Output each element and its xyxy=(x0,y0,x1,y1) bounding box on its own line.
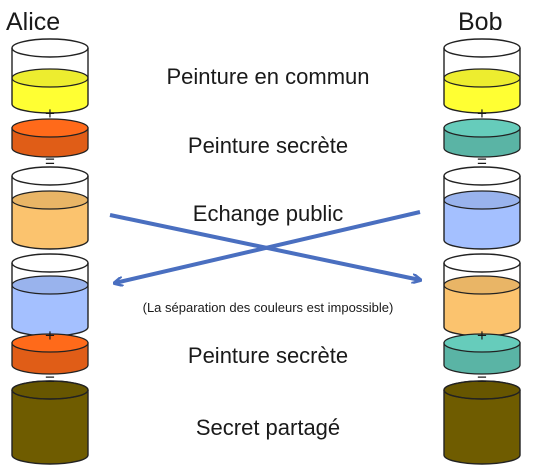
shared-secret-label: Secret partagé xyxy=(195,415,341,440)
bob-equals-sign-2: = xyxy=(477,370,487,389)
exchange-arrow-bob-to-alice xyxy=(115,210,421,283)
alice-equals-sign-2: = xyxy=(45,370,55,389)
bob-plus-sign: + xyxy=(477,104,487,123)
common-paint-label: Peinture en commun xyxy=(166,64,370,89)
alice-received-paint-cup xyxy=(11,253,89,337)
public-exchange-label: Echange public xyxy=(192,201,344,226)
bob-common-paint-cup xyxy=(443,38,521,114)
secret-paint-label: Peinture secrète xyxy=(187,133,349,158)
alice-label: Alice xyxy=(6,8,61,36)
alice-plus-sign: + xyxy=(45,104,55,123)
alice-equals-sign: = xyxy=(45,152,55,171)
alice-plus-sign-2: + xyxy=(45,326,55,345)
alice-mixed-paint-cup xyxy=(11,166,89,250)
separation-impossible-note: (La séparation des couleurs est impossib… xyxy=(142,300,394,315)
bob-received-paint-cup xyxy=(443,253,521,337)
alice-common-paint-cup xyxy=(11,38,89,114)
alice-shared-secret-cup xyxy=(11,380,89,465)
bob-shared-secret-cup xyxy=(443,380,521,465)
bob-secret-paint-puck-2 xyxy=(443,333,521,375)
bob-equals-sign: = xyxy=(477,152,487,171)
bob-label: Bob xyxy=(458,8,503,36)
alice-secret-paint-puck xyxy=(11,118,89,158)
bob-mixed-paint-cup xyxy=(443,166,521,250)
alice-secret-paint-puck-2 xyxy=(11,333,89,375)
bob-plus-sign-2: + xyxy=(477,326,487,345)
secret-paint-label-2: Peinture secrète xyxy=(187,343,349,368)
bob-secret-paint-puck xyxy=(443,118,521,158)
